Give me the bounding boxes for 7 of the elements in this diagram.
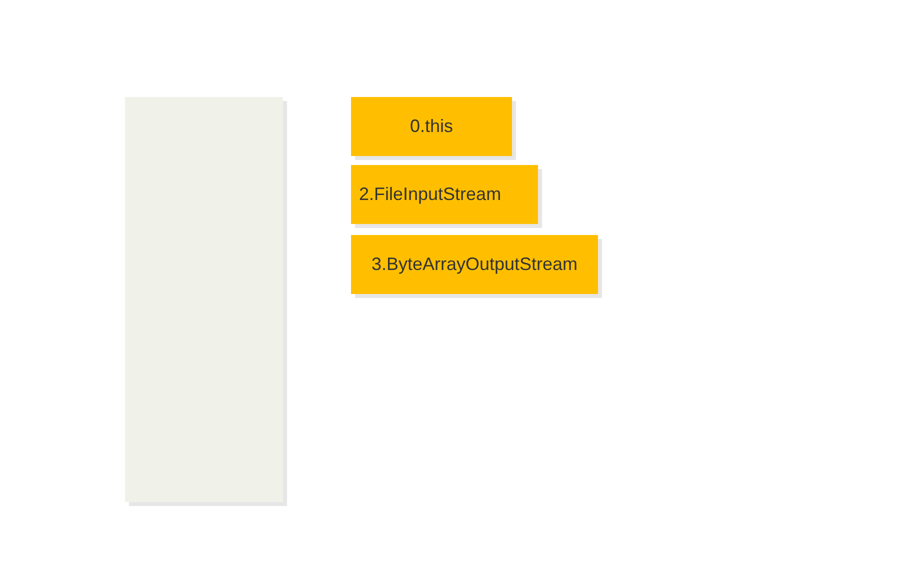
blank-panel bbox=[125, 97, 283, 502]
variable-slot bbox=[351, 235, 598, 294]
variable-name: 0.this bbox=[410, 116, 454, 137]
variable-slot bbox=[351, 97, 512, 156]
variable-name: 2.FileInputStream bbox=[359, 184, 502, 205]
variable-slot bbox=[351, 165, 538, 224]
variable-name: 3.ByteArrayOutputStream bbox=[371, 254, 578, 275]
